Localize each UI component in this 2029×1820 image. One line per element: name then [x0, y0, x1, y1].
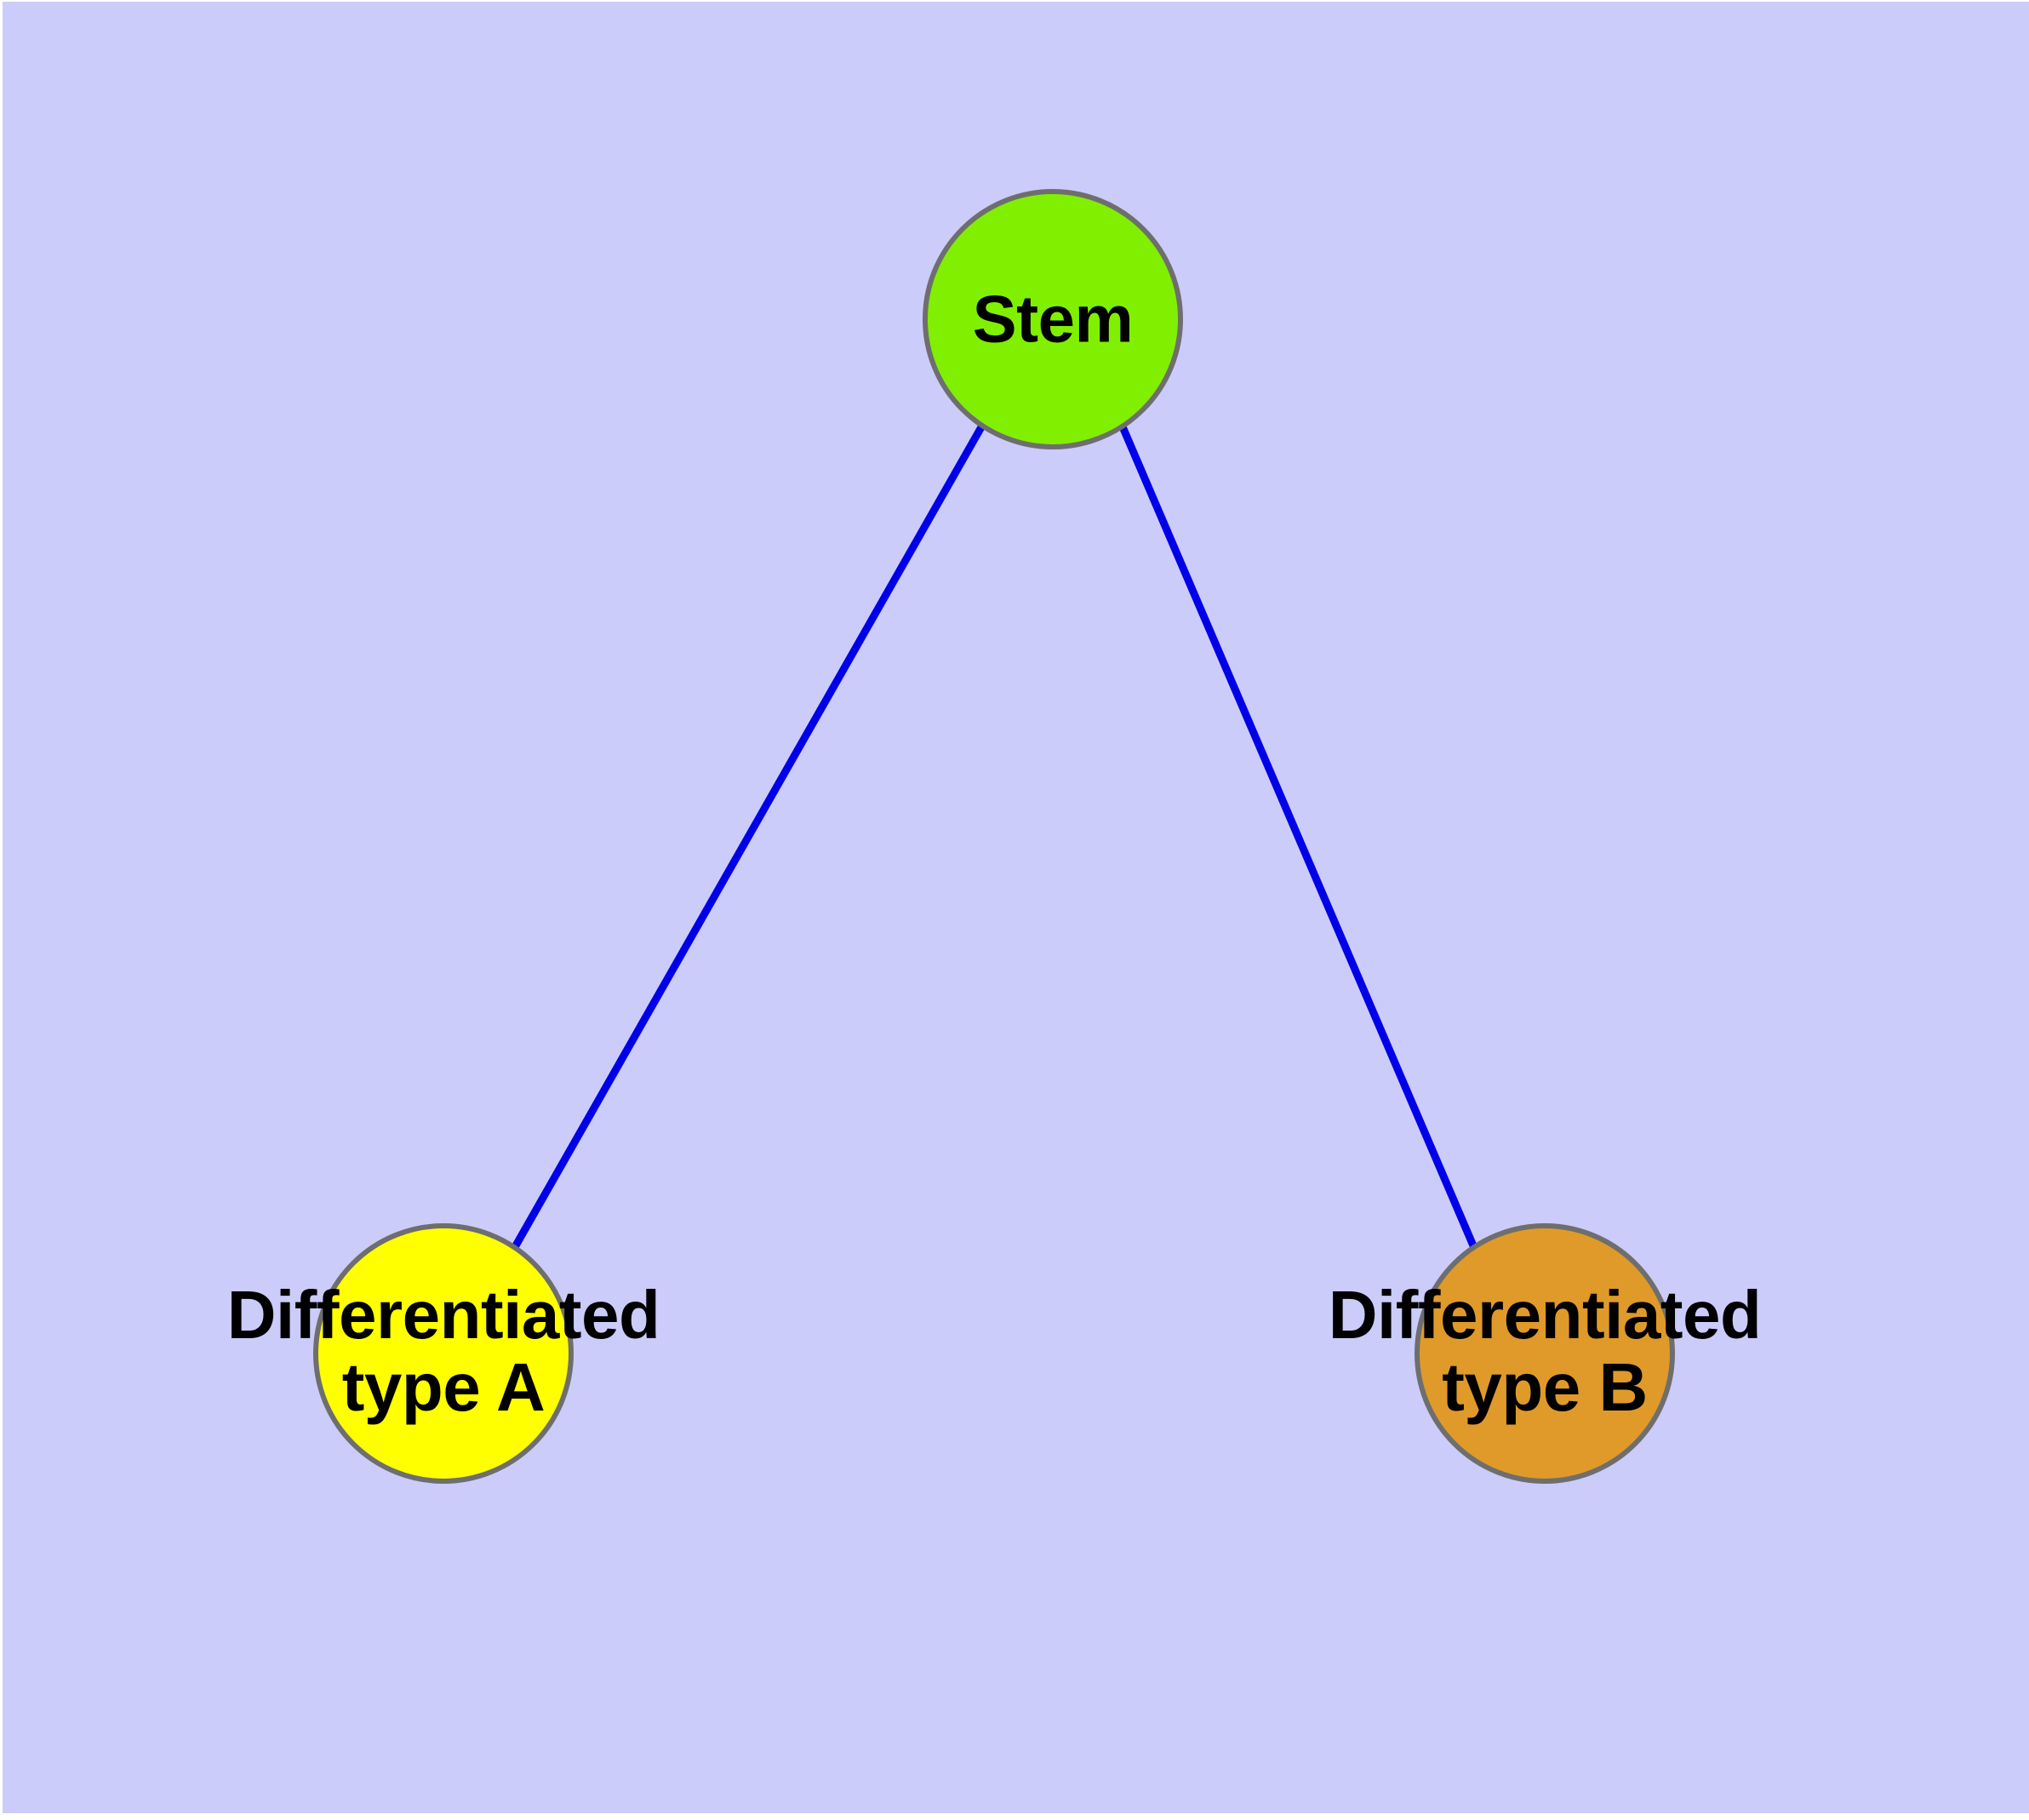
edge-stem-diff-b[interactable] [1117, 423, 1479, 1251]
node-diff-b[interactable] [1415, 1223, 1675, 1484]
node-diff-a[interactable] [313, 1223, 574, 1484]
edge-stem-diff-a[interactable] [512, 423, 986, 1250]
edges-layer [512, 423, 1479, 1251]
nodes-layer [313, 189, 1675, 1484]
node-stem[interactable] [923, 189, 1183, 449]
